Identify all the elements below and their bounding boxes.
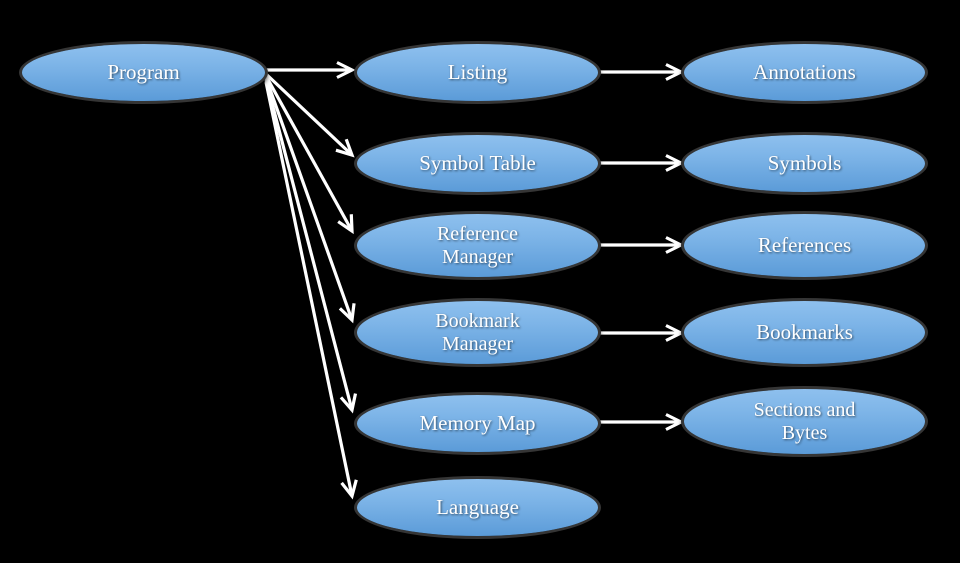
node-label-reference-manager: Reference Manager — [436, 223, 519, 268]
edge-arrowhead — [337, 214, 354, 235]
edge-line — [264, 72, 354, 157]
node-label-listing: Listing — [447, 59, 508, 84]
edge-program-to-listing — [266, 61, 356, 79]
node-symbols[interactable]: Symbols — [684, 135, 925, 192]
edge-arrowhead — [336, 61, 356, 79]
node-annotations[interactable]: Annotations — [684, 44, 925, 101]
node-sections-and-bytes[interactable]: Sections and Bytes — [684, 389, 925, 454]
edge-arrowhead — [339, 393, 358, 414]
node-bookmarks[interactable]: Bookmarks — [684, 301, 925, 364]
edge-arrowhead — [338, 303, 356, 324]
node-label-memory-map: Memory Map — [419, 410, 536, 435]
node-reference-manager[interactable]: Reference Manager — [357, 214, 598, 277]
node-label-annotations: Annotations — [753, 59, 856, 84]
edge-program-to-reference-manager — [264, 75, 354, 235]
node-bookmark-manager[interactable]: Bookmark Manager — [357, 301, 598, 364]
edge-arrowhead — [665, 324, 685, 342]
node-label-language: Language — [436, 494, 519, 519]
node-label-symbol-table: Symbol Table — [419, 150, 536, 175]
edge-line — [264, 77, 354, 321]
edge-arrowhead — [665, 413, 685, 431]
edge-arrowhead — [340, 479, 358, 500]
node-label-references: References — [757, 232, 852, 257]
node-references[interactable]: References — [684, 214, 925, 277]
node-program[interactable]: Program — [22, 44, 265, 101]
edge-arrowhead — [665, 236, 685, 254]
node-listing[interactable]: Listing — [357, 44, 598, 101]
edge-memory-map-to-sections-and-bytes — [599, 413, 685, 431]
node-symbol-table[interactable]: Symbol Table — [357, 135, 598, 192]
edge-line — [264, 79, 354, 411]
edge-arrowhead — [335, 138, 355, 158]
node-label-bookmark-manager: Bookmark Manager — [435, 310, 520, 355]
edge-reference-manager-to-references — [599, 236, 685, 254]
edge-program-to-memory-map — [264, 79, 358, 414]
node-label-program: Program — [107, 59, 180, 84]
edge-symbol-table-to-symbols — [599, 154, 685, 172]
edge-program-to-bookmark-manager — [264, 77, 356, 324]
node-label-sections-and-bytes: Sections and Bytes — [753, 399, 856, 444]
edge-bookmark-manager-to-bookmarks — [599, 324, 685, 342]
node-label-symbols: Symbols — [767, 150, 842, 175]
edge-program-to-symbol-table — [264, 72, 355, 158]
node-memory-map[interactable]: Memory Map — [357, 395, 598, 452]
edge-listing-to-annotations — [599, 63, 685, 81]
edge-program-to-language — [264, 81, 358, 500]
node-label-bookmarks: Bookmarks — [756, 319, 853, 344]
edge-line — [264, 75, 354, 232]
edge-line — [264, 81, 354, 497]
node-language[interactable]: Language — [357, 479, 598, 536]
edge-arrowhead — [665, 154, 685, 172]
edge-arrowhead — [665, 63, 685, 81]
